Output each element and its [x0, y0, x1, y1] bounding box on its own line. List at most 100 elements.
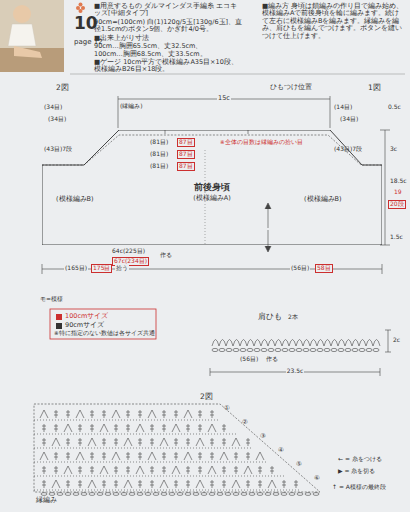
stroke: [102, 415, 106, 416]
label: (81目): [150, 139, 168, 146]
stroke: [114, 468, 118, 469]
label: ②: [242, 419, 248, 426]
stroke: [90, 457, 94, 458]
stroke: [234, 457, 238, 458]
stroke: [128, 466, 129, 474]
stroke: [296, 340, 303, 347]
stroke: [150, 482, 154, 483]
stroke: [345, 340, 352, 347]
stroke: [272, 466, 273, 474]
stroke: [114, 485, 118, 486]
stroke: [100, 466, 108, 474]
stroke: [64, 466, 72, 474]
stroke: [90, 468, 94, 469]
stroke: [152, 480, 153, 488]
stroke: [100, 424, 108, 432]
stroke: [186, 485, 190, 486]
stroke: [240, 340, 247, 347]
stroke: [305, 493, 311, 496]
stroke: [222, 485, 226, 486]
stroke: [289, 493, 295, 496]
stroke: [126, 454, 130, 455]
stroke: [105, 493, 111, 496]
label: (縁編み): [120, 103, 143, 110]
stroke: [102, 485, 106, 486]
label: 58目: [315, 264, 333, 273]
stroke: [34, 490, 300, 491]
stroke: [104, 452, 105, 460]
stroke: [233, 348, 239, 351]
stroke: [294, 482, 298, 483]
stroke: [128, 424, 129, 432]
stroke: [128, 452, 129, 460]
label: 18.5c: [389, 178, 408, 185]
photo: [0, 0, 64, 72]
stroke: [150, 440, 154, 441]
stroke: [150, 429, 154, 430]
label: 23.5c: [286, 368, 305, 375]
stroke: [198, 457, 202, 458]
stroke: [113, 493, 119, 496]
stroke: [222, 468, 226, 469]
stroke: [246, 485, 250, 486]
stroke: [373, 340, 380, 347]
stroke: [345, 348, 351, 351]
stroke: [268, 340, 275, 347]
stroke: [198, 426, 202, 427]
stroke: [249, 493, 255, 496]
stroke: [258, 485, 262, 486]
stroke: [258, 482, 262, 483]
stroke: [176, 410, 177, 418]
stroke: [254, 340, 261, 347]
label: 3c: [390, 146, 397, 153]
stroke: [222, 426, 226, 427]
stroke: [275, 348, 281, 351]
stroke: [188, 438, 189, 446]
stroke: [224, 424, 225, 432]
stroke: [331, 348, 337, 351]
stroke: [186, 471, 190, 472]
stroke: [138, 440, 142, 441]
stroke: [222, 471, 226, 472]
stroke: [268, 480, 276, 488]
stroke: [66, 454, 70, 455]
stroke: [162, 457, 166, 458]
label: 87目: [177, 150, 195, 159]
stroke: [76, 410, 84, 418]
stroke: [200, 452, 201, 460]
label: ■ゲージ 10cm平方で模様編みA35目×10段、模様編みB26目×18段。: [94, 59, 244, 74]
stroke: [241, 493, 247, 496]
stroke: [90, 429, 94, 430]
stroke: [160, 480, 168, 488]
stroke: [244, 466, 252, 474]
stroke: [282, 340, 289, 347]
label: (43目)7段: [44, 146, 72, 153]
stroke: [56, 424, 57, 432]
stroke: [352, 340, 359, 347]
stroke: [186, 429, 190, 430]
stroke: [281, 493, 287, 496]
label: ひもつけ位置: [270, 84, 312, 91]
label: ⑥: [314, 475, 320, 482]
stroke: [188, 424, 189, 432]
stroke: [78, 482, 82, 483]
stroke: [188, 480, 189, 488]
stroke: [184, 410, 192, 418]
stroke: [246, 454, 250, 455]
stroke: [240, 348, 246, 351]
stroke: [222, 429, 226, 430]
stroke: [186, 468, 190, 469]
stroke: [138, 412, 142, 413]
stroke: [248, 480, 249, 488]
stroke: [303, 348, 309, 351]
stroke: [138, 485, 142, 486]
stroke: [41, 493, 47, 496]
stroke: [294, 485, 298, 486]
stroke: [310, 348, 316, 351]
stroke: [174, 412, 178, 413]
stroke: [247, 348, 253, 351]
stroke: [236, 466, 237, 474]
stroke: [257, 493, 263, 496]
stroke: [129, 493, 135, 496]
stroke: [140, 480, 141, 488]
